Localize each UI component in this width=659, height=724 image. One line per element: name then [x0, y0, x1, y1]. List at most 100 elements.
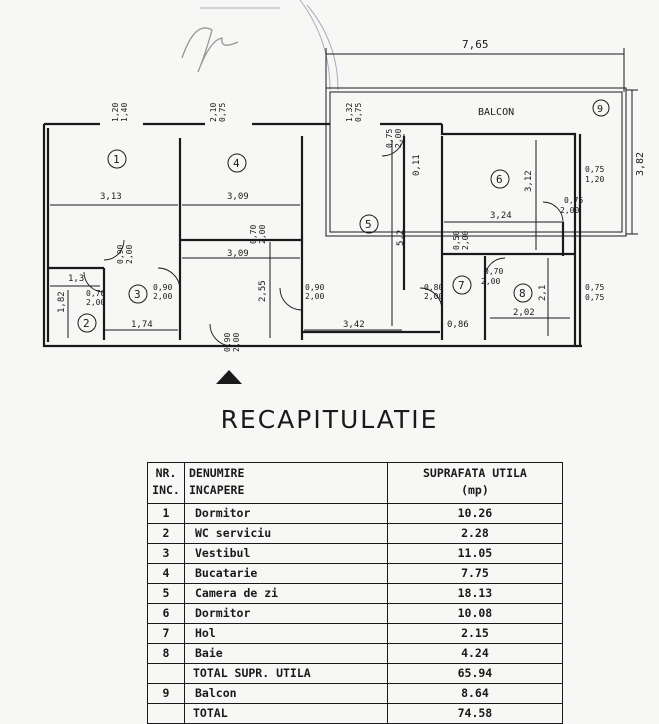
svg-text:2,00: 2,00	[232, 333, 241, 352]
svg-text:0,90: 0,90	[223, 333, 232, 352]
dim-r7-width: 0,86	[447, 320, 469, 330]
opening-d7b: 0,70 2,00	[481, 267, 503, 286]
svg-text:1,32: 1,32	[345, 103, 354, 122]
svg-text:0,90: 0,90	[116, 245, 125, 264]
svg-text:0,75: 0,75	[585, 283, 604, 292]
svg-text:0,70: 0,70	[86, 289, 105, 298]
dim-r1-width: 3,13	[100, 192, 122, 202]
dim-r8-width: 2,02	[513, 308, 535, 318]
stamp-mark	[200, 0, 339, 91]
interior-walls	[48, 136, 575, 340]
header-nr: NR.INC.	[147, 462, 185, 504]
svg-text:0,90: 0,90	[153, 283, 172, 292]
dim-hall-width: 3,09	[227, 249, 249, 259]
dim-overall-width: 7,65	[462, 38, 489, 51]
opening-d3: 0,90 2,00	[116, 245, 134, 264]
dim-r6-width: 3,24	[490, 211, 512, 221]
room-no-8: 8	[519, 287, 526, 300]
svg-text:2,00: 2,00	[153, 292, 172, 301]
svg-text:0,50: 0,50	[452, 231, 461, 250]
dim-wc-height: 1,82	[57, 291, 67, 313]
svg-text:2,00: 2,00	[461, 231, 470, 250]
opening-w8: 0,75 0,75	[585, 283, 604, 302]
svg-text:2,00: 2,00	[481, 277, 500, 286]
room-no-5: 5	[365, 218, 372, 231]
opening-main-door: 0,90 2,00	[223, 333, 241, 352]
opening-d5: 0,75 2,00	[385, 129, 403, 148]
dim-column: 0,11	[412, 154, 422, 176]
svg-text:0,75: 0,75	[218, 103, 227, 122]
dim-balcony-depth: 3,82	[635, 152, 646, 176]
dim-hall-height: 2,55	[258, 280, 268, 302]
opening-w5: 1,32 0,75	[345, 103, 363, 122]
opening-d2: 0,70 2,00	[86, 289, 105, 307]
balcony-label: BALCON	[478, 107, 514, 118]
dim-r5-height: 5,2	[396, 230, 406, 246]
signature-mark	[181, 27, 239, 73]
dim-r6-height: 3,12	[524, 170, 534, 192]
svg-text:1,20: 1,20	[585, 175, 604, 184]
header-area: SUPRAFATA UTILA(mp)	[386, 462, 564, 504]
svg-text:1,40: 1,40	[120, 103, 129, 122]
room-no-7: 7	[458, 279, 465, 292]
room-no-2: 2	[83, 317, 90, 330]
door-swings	[83, 133, 564, 347]
room-no-1: 1	[113, 153, 120, 166]
svg-text:0,75: 0,75	[585, 293, 604, 302]
entrance-arrow-icon	[216, 370, 242, 384]
room-no-4: 4	[233, 157, 240, 170]
svg-text:2,00: 2,00	[424, 292, 443, 301]
opening-d6b: 0,50 2,00	[452, 231, 470, 250]
svg-text:2,10: 2,10	[209, 103, 218, 122]
floor-plan: 7,65 BALCON 9 3,82	[42, 0, 646, 384]
room-no-6: 6	[496, 173, 503, 186]
opening-d4: 0,70 2,00	[249, 225, 267, 244]
room-markers	[77, 149, 533, 333]
room-no-3: 3	[134, 288, 141, 301]
opening-d5b: 0,90 2,00	[305, 283, 324, 301]
opening-w4: 2,10 0,75	[209, 103, 227, 122]
dim-r3-width: 1,74	[131, 320, 153, 330]
svg-text:1,20: 1,20	[111, 103, 120, 122]
recap-title: RECAPITULATIE	[220, 405, 439, 434]
opening-d6: 0,75 2,00	[560, 196, 583, 215]
svg-text:2,00: 2,00	[305, 292, 324, 301]
opening-d3b: 0,90 2,00	[153, 283, 172, 301]
opening-w1: 1,20 1,40	[111, 103, 129, 122]
svg-text:0,75: 0,75	[354, 103, 363, 122]
outer-walls	[42, 122, 582, 348]
svg-text:2,00: 2,00	[125, 245, 134, 264]
svg-text:0,80: 0,80	[424, 283, 443, 292]
svg-text:0,75: 0,75	[385, 129, 394, 148]
dim-r8-height: 2,1	[538, 285, 548, 301]
dim-r5-width: 3,42	[343, 320, 365, 330]
svg-text:0,75: 0,75	[585, 165, 604, 174]
svg-text:2,00: 2,00	[258, 225, 267, 244]
opening-d7: 0,80 2,00	[424, 283, 443, 301]
opening-w6: 0,75 1,20	[585, 165, 604, 184]
svg-text:0,75: 0,75	[564, 196, 583, 205]
svg-text:2,00: 2,00	[86, 298, 105, 307]
svg-text:0,70: 0,70	[249, 225, 258, 244]
svg-text:0,90: 0,90	[305, 283, 324, 292]
svg-text:2,00: 2,00	[560, 206, 579, 215]
svg-text:2,00: 2,00	[394, 129, 403, 148]
svg-text:0,70: 0,70	[484, 267, 503, 276]
balcony-outline	[325, 87, 627, 237]
dim-wc-width: 1,3	[68, 274, 84, 284]
dim-r4-width: 3,09	[227, 192, 249, 202]
